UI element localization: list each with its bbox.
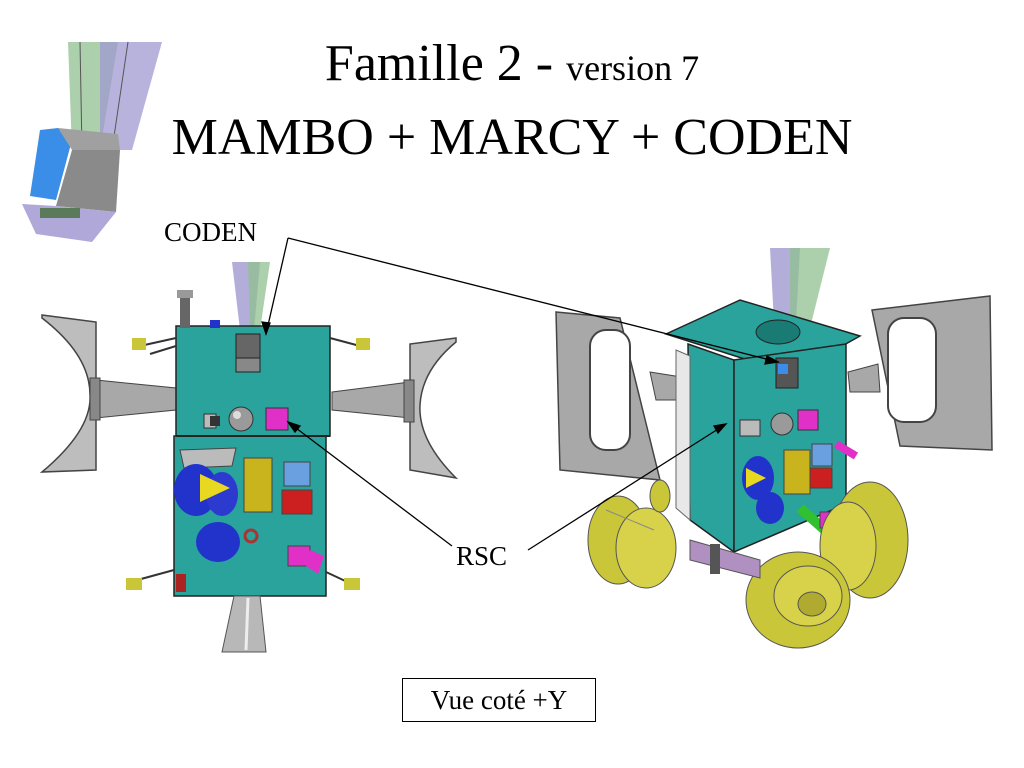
- left-spacecraft-view: [39, 262, 459, 653]
- title-main: Famille 2 -: [324, 35, 567, 92]
- view-caption: Vue coté +Y: [402, 678, 596, 722]
- title-version: version 7: [566, 48, 700, 88]
- rsc-label: RSC: [456, 541, 508, 571]
- slide-title: Famille 2 - version 7: [0, 34, 1024, 98]
- slide-subtitle: MAMBO + MARCY + CODEN: [171, 109, 853, 166]
- right-spacecraft-view: [555, 248, 993, 649]
- leader-lines: [261, 237, 780, 551]
- coden-detail-view: [22, 41, 162, 242]
- coden-label: CODEN: [164, 217, 257, 247]
